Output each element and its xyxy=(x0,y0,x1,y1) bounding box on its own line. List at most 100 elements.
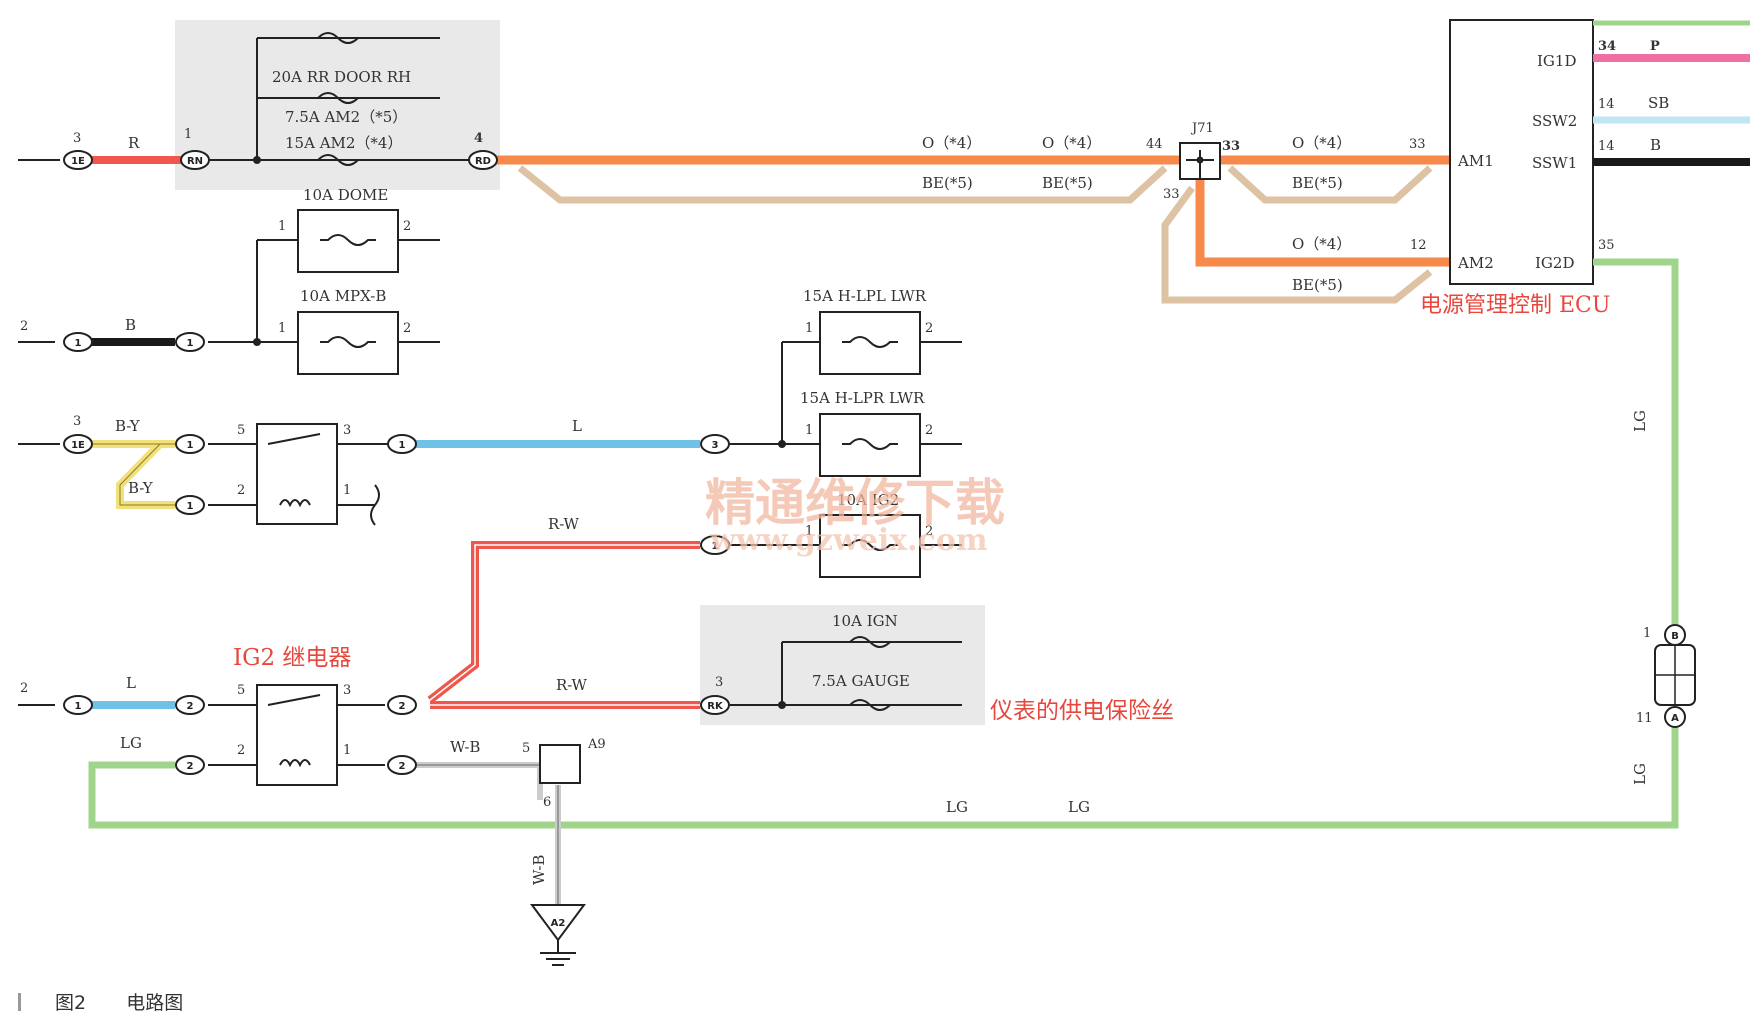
meter-fuse-label: 仪表的供电保险丝 xyxy=(990,698,1174,724)
watermark-text: 精通维修下载 xyxy=(705,473,1005,532)
wire-WB-core xyxy=(415,764,559,905)
pin-33-am1: 33 xyxy=(1409,137,1426,152)
wire-label-LG-2: LG xyxy=(946,798,968,816)
fuse-symbol-hlpl xyxy=(842,336,898,348)
wire-label-B-right: B xyxy=(1650,136,1661,154)
pin-2-mpx: 2 xyxy=(403,321,411,336)
wire-label-LG-3: LG xyxy=(1068,798,1090,816)
ecu-title: 电源管理控制 ECU xyxy=(1420,293,1610,318)
svg-text:1: 1 xyxy=(399,440,406,451)
svg-text:1: 1 xyxy=(75,701,82,712)
pin-1-lg: 1 xyxy=(1643,626,1651,641)
pin-3-a: 3 xyxy=(73,131,81,146)
connector-1e-b: 1E xyxy=(63,434,93,454)
wire-BY-outline xyxy=(85,443,175,506)
connector-rn: RN xyxy=(180,150,210,170)
svg-text:1: 1 xyxy=(187,338,194,349)
svg-text:1E: 1E xyxy=(71,156,85,167)
svg-text:3: 3 xyxy=(712,440,719,451)
svg-text:RN: RN xyxy=(187,156,203,167)
watermark-url: www.gzweix.com xyxy=(709,523,988,558)
fuse-symbol-dome xyxy=(320,234,376,246)
pin-6-a9: 6 xyxy=(543,795,551,810)
svg-text:1: 1 xyxy=(187,501,194,512)
pin-5-a9: 5 xyxy=(522,741,530,756)
connector-b-right: 1 xyxy=(175,332,205,352)
pin-1-mpx: 1 xyxy=(278,321,286,336)
junction-mpx xyxy=(253,338,261,346)
ecu-pin-ssw1: SSW1 xyxy=(1532,154,1577,172)
connector-ig2-l-right: 2 xyxy=(175,695,205,715)
fuse-label-gauge: 7.5A GAUGE xyxy=(812,672,910,690)
pin-3-ig2relay: 3 xyxy=(343,683,351,698)
ecu-pin-ig2d: IG2D xyxy=(1535,254,1574,272)
ground-a2 xyxy=(530,904,586,942)
wire-orange-to-am2 xyxy=(1195,178,1450,267)
fuse-symbol-mpxb xyxy=(320,336,376,348)
pin-2-relay1: 2 xyxy=(237,483,245,498)
fuse-label-ig2: 10A IG2 xyxy=(837,491,899,509)
wire-label-LG-1: LG xyxy=(120,734,142,752)
wire-label-L-2: L xyxy=(126,674,136,692)
pin-2-b: 2 xyxy=(20,319,28,334)
ecu-pin-am1: AM1 xyxy=(1457,152,1494,170)
wire-label-SB: SB xyxy=(1648,94,1669,112)
pin-3-relay1: 3 xyxy=(343,423,351,438)
fuse-symbol-am2-4 xyxy=(317,154,359,166)
pin-11-lg: 11 xyxy=(1636,711,1653,726)
pin-35: 35 xyxy=(1598,238,1615,253)
fuse-symbol-rr-door xyxy=(317,32,359,44)
wire-label-WB-2: W-B xyxy=(530,855,548,885)
ig2-relay-box xyxy=(256,684,338,786)
ig2-relay-label: IG2 继电器 xyxy=(233,645,351,671)
pin-14-a: 14 xyxy=(1598,97,1615,112)
fuse-symbol-hlpr xyxy=(842,438,898,450)
svg-text:RK: RK xyxy=(707,701,724,712)
fuse-label-am2-5: 7.5A AM2（*5） xyxy=(285,108,407,126)
connector-relay1-a: 1 xyxy=(175,434,205,454)
wire-label-P: P xyxy=(1650,39,1660,54)
connector-pin-A-label: A xyxy=(1671,713,1679,724)
connector-ig2-wb: 2 xyxy=(387,755,417,775)
svg-text:RD: RD xyxy=(475,156,491,167)
connector-rw-top: 1 xyxy=(700,535,730,555)
junction-top xyxy=(253,156,261,164)
junction-meter xyxy=(778,701,786,709)
pin-2-dome: 2 xyxy=(403,219,411,234)
pin-33-j71: 33 xyxy=(1222,139,1240,154)
connector-ig2-lg: 2 xyxy=(175,755,205,775)
wire-label-O4-4: O（*4） xyxy=(1292,235,1351,253)
ig2-relay-coil xyxy=(279,759,311,768)
wire-label-RW-2: R-W xyxy=(556,676,588,694)
connector-rd: RD xyxy=(468,150,498,170)
ig2-relay-switch xyxy=(267,694,321,706)
wire-label-R: R xyxy=(128,134,140,152)
pin-2-l: 2 xyxy=(20,681,28,696)
fusebox-panel-top xyxy=(175,20,500,190)
ecu-box xyxy=(1449,19,1594,285)
pin-3-by: 3 xyxy=(73,414,81,429)
wire-label-BY-1: B-Y xyxy=(115,417,141,435)
svg-text:2: 2 xyxy=(187,701,194,712)
wire-label-BY-2: B-Y xyxy=(128,479,154,497)
wire-label-LG-4: LG xyxy=(1631,410,1649,432)
pin-33-j71b: 33 xyxy=(1163,187,1180,202)
svg-text:1: 1 xyxy=(187,440,194,451)
wire-label-WB-1: W-B xyxy=(450,738,480,756)
fuse-label-am2-4: 15A AM2（*4） xyxy=(285,134,402,152)
pin-1-dome: 1 xyxy=(278,219,286,234)
pin-3-rk: 3 xyxy=(715,675,723,690)
wire-label-O4-1: O（*4） xyxy=(922,134,981,152)
wire-tan-be5 xyxy=(517,165,1168,204)
caption-bar xyxy=(18,992,21,1011)
connector-l-right: 3 xyxy=(700,434,730,454)
pin-1-rn: 1 xyxy=(184,127,192,142)
junction-j71-label: J71 xyxy=(1190,121,1214,136)
wire-label-O4-3: O（*4） xyxy=(1292,134,1351,152)
pin-34: 34 xyxy=(1598,39,1616,54)
wire-label-O4-2: O（*4） xyxy=(1042,134,1101,152)
fuse-label-hlpl: 15A H-LPL LWR xyxy=(803,287,927,305)
svg-text:2: 2 xyxy=(399,761,406,772)
fuse-symbol-am2-5 xyxy=(317,92,359,104)
